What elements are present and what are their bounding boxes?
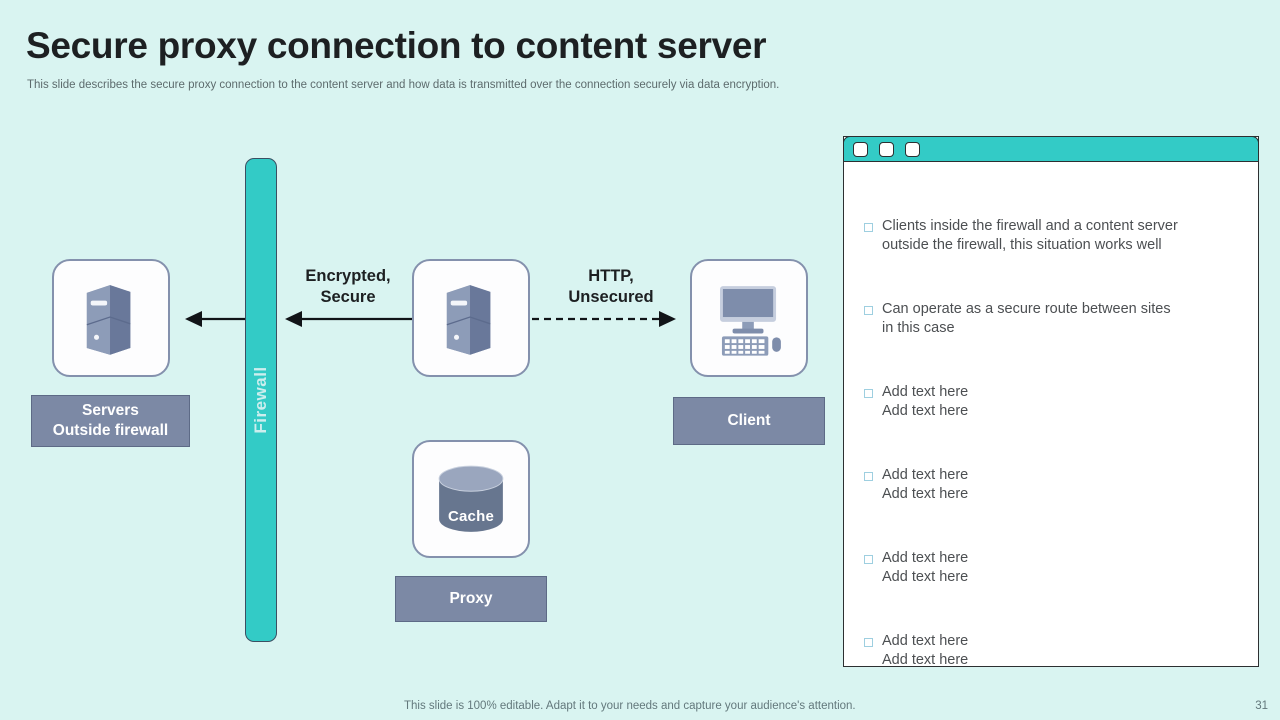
checkbox-icon[interactable] [864,555,873,564]
checkbox-icon[interactable] [864,306,873,315]
list-item-line2: outside the firewall, this situation wor… [882,237,1162,253]
arrow-proxy-to-firewall [285,311,412,327]
list-item[interactable]: Add text here Add text here [864,632,1244,670]
list-item-line1: Can operate as a secure route between si… [882,301,1171,317]
servers-outside-label: Servers Outside firewall [31,395,190,447]
arrow-firewall-to-servers [185,311,245,327]
footer-note: This slide is 100% editable. Adapt it to… [404,700,856,712]
checkbox-icon[interactable] [864,223,873,232]
servers-label-line2: Outside firewall [52,422,169,439]
list-item[interactable]: Add text here Add text here [864,466,1244,504]
list-item-line1: Clients inside the firewall and a conten… [882,218,1178,234]
list-item[interactable]: Add text here Add text here [864,383,1244,421]
list-item[interactable]: Add text here Add text here [864,549,1244,587]
http-connection-label: HTTP, Unsecured [538,266,684,308]
servers-label-line1: Servers [82,402,139,419]
encrypted-label-line1: Encrypted, [305,267,391,285]
list-item[interactable]: Can operate as a secure route between si… [864,300,1244,338]
client-label: Client [673,397,825,445]
servers-outside-icon-tile[interactable] [52,259,170,377]
firewall-bar: Firewall [245,158,277,642]
server-tower-icon [86,285,131,355]
window-button-2-icon[interactable] [878,141,894,157]
arrow-proxy-to-client [532,311,676,327]
list-item-line1: Add text here [882,467,969,483]
list-item[interactable]: Clients inside the firewall and a conten… [864,217,1244,255]
info-panel-body: Clients inside the firewall and a conten… [844,163,1258,668]
firewall-label: Firewall [251,366,270,434]
info-panel: Clients inside the firewall and a conten… [842,135,1259,668]
list-item-line1: Add text here [882,384,969,400]
cache-inner-label: Cache [447,508,495,525]
client-icon-tile[interactable] [690,259,808,377]
desktop-computer-icon [720,286,781,356]
info-panel-titlebar [842,135,1259,162]
window-button-3-icon[interactable] [904,141,920,157]
checkbox-icon[interactable] [864,638,873,647]
http-label-line2: Unsecured [568,288,654,306]
list-item-line1: Add text here [882,550,969,566]
checkbox-icon[interactable] [864,389,873,398]
list-item-line1: Add text here [882,633,969,649]
window-button-1-icon[interactable] [852,141,868,157]
encrypted-label-line2: Secure [320,288,376,306]
proxy-icon-tile[interactable] [412,259,530,377]
server-tower-icon [446,285,491,355]
http-label-line1: HTTP, [588,267,634,285]
list-item-line2: Add text here [882,403,969,419]
cache-icon-tile[interactable]: Cache [412,440,530,558]
list-item-line2: in this case [882,320,955,336]
database-cylinder-icon [438,465,504,532]
client-label-text: Client [727,412,771,429]
checkbox-icon[interactable] [864,472,873,481]
page-subtitle: This slide describes the secure proxy co… [27,79,780,91]
list-item-line2: Add text here [882,569,969,585]
list-item-line2: Add text here [882,652,969,668]
page-number: 31 [1255,700,1268,712]
page-title: Secure proxy connection to content serve… [26,25,767,66]
encrypted-connection-label: Encrypted, Secure [278,266,418,308]
proxy-label: Proxy [395,576,547,622]
list-item-line2: Add text here [882,486,969,502]
proxy-label-text: Proxy [449,590,493,607]
